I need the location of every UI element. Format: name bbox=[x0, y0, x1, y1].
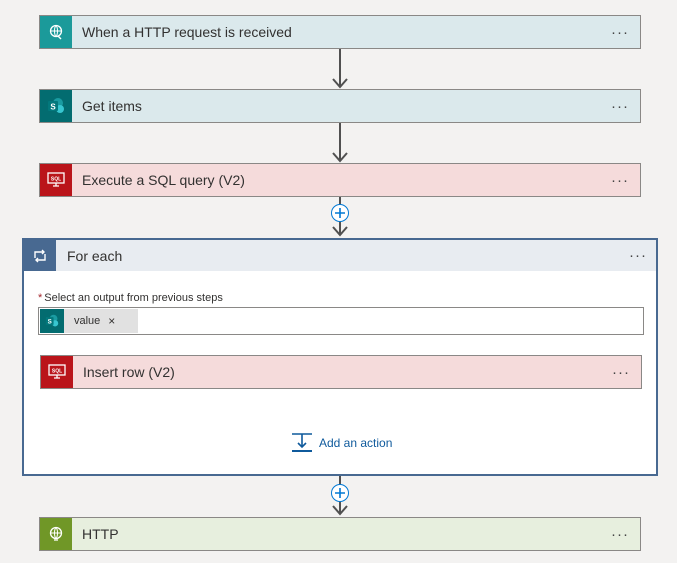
field-label: *Select an output from previous steps bbox=[38, 292, 223, 304]
step-title: Insert row (V2) bbox=[83, 364, 175, 380]
step-title: HTTP bbox=[82, 526, 119, 542]
more-options-button[interactable]: ··· bbox=[611, 97, 629, 115]
loop-icon bbox=[24, 240, 56, 271]
plus-icon bbox=[335, 208, 345, 218]
token-label: value bbox=[74, 315, 101, 327]
more-options-button[interactable]: ··· bbox=[612, 363, 630, 381]
add-action-button[interactable]: Add an action bbox=[291, 433, 392, 453]
for-each-container[interactable]: For each ··· *Select an output from prev… bbox=[22, 238, 658, 476]
step-title: Execute a SQL query (V2) bbox=[82, 172, 245, 188]
for-each-header[interactable]: For each ··· bbox=[24, 240, 656, 271]
for-each-title: For each bbox=[67, 247, 123, 264]
insert-step-button[interactable] bbox=[331, 204, 349, 222]
required-mark: * bbox=[38, 292, 43, 304]
plus-icon bbox=[335, 488, 345, 498]
more-options-button[interactable]: ··· bbox=[611, 23, 629, 41]
step-title: When a HTTP request is received bbox=[82, 24, 292, 40]
insert-step-button[interactable] bbox=[331, 484, 349, 502]
more-options-button[interactable]: ··· bbox=[611, 525, 629, 543]
step-title: Get items bbox=[82, 98, 142, 114]
arrow-connector bbox=[332, 49, 348, 89]
svg-text:SQL: SQL bbox=[51, 177, 61, 183]
arrow-connector bbox=[332, 123, 348, 163]
add-action-label: Add an action bbox=[319, 436, 393, 450]
svg-text:SQL: SQL bbox=[52, 369, 62, 375]
http-icon bbox=[40, 518, 72, 550]
http-request-icon bbox=[40, 16, 72, 48]
step-card-insert-row[interactable]: SQL Insert row (V2) ··· bbox=[40, 355, 642, 389]
step-card-get-items[interactable]: S Get items ··· bbox=[39, 89, 641, 123]
more-options-button[interactable]: ··· bbox=[629, 247, 647, 264]
dynamic-content-token[interactable]: S value × bbox=[40, 309, 138, 333]
add-action-icon bbox=[292, 433, 312, 452]
step-card-http-request[interactable]: When a HTTP request is received ··· bbox=[39, 15, 641, 49]
sharepoint-icon: S bbox=[40, 90, 72, 122]
remove-token-button[interactable]: × bbox=[108, 314, 116, 328]
step-card-execute-sql[interactable]: SQL Execute a SQL query (V2) ··· bbox=[39, 163, 641, 197]
output-select-input[interactable]: S value × bbox=[38, 307, 644, 335]
step-card-http[interactable]: HTTP ··· bbox=[39, 517, 641, 551]
field-label-text: Select an output from previous steps bbox=[44, 292, 223, 304]
svg-text:S: S bbox=[48, 319, 52, 326]
more-options-button[interactable]: ··· bbox=[611, 171, 629, 189]
svg-text:S: S bbox=[50, 103, 56, 112]
sql-icon: SQL bbox=[40, 164, 72, 196]
sql-icon: SQL bbox=[41, 356, 73, 388]
sharepoint-icon: S bbox=[40, 309, 64, 333]
